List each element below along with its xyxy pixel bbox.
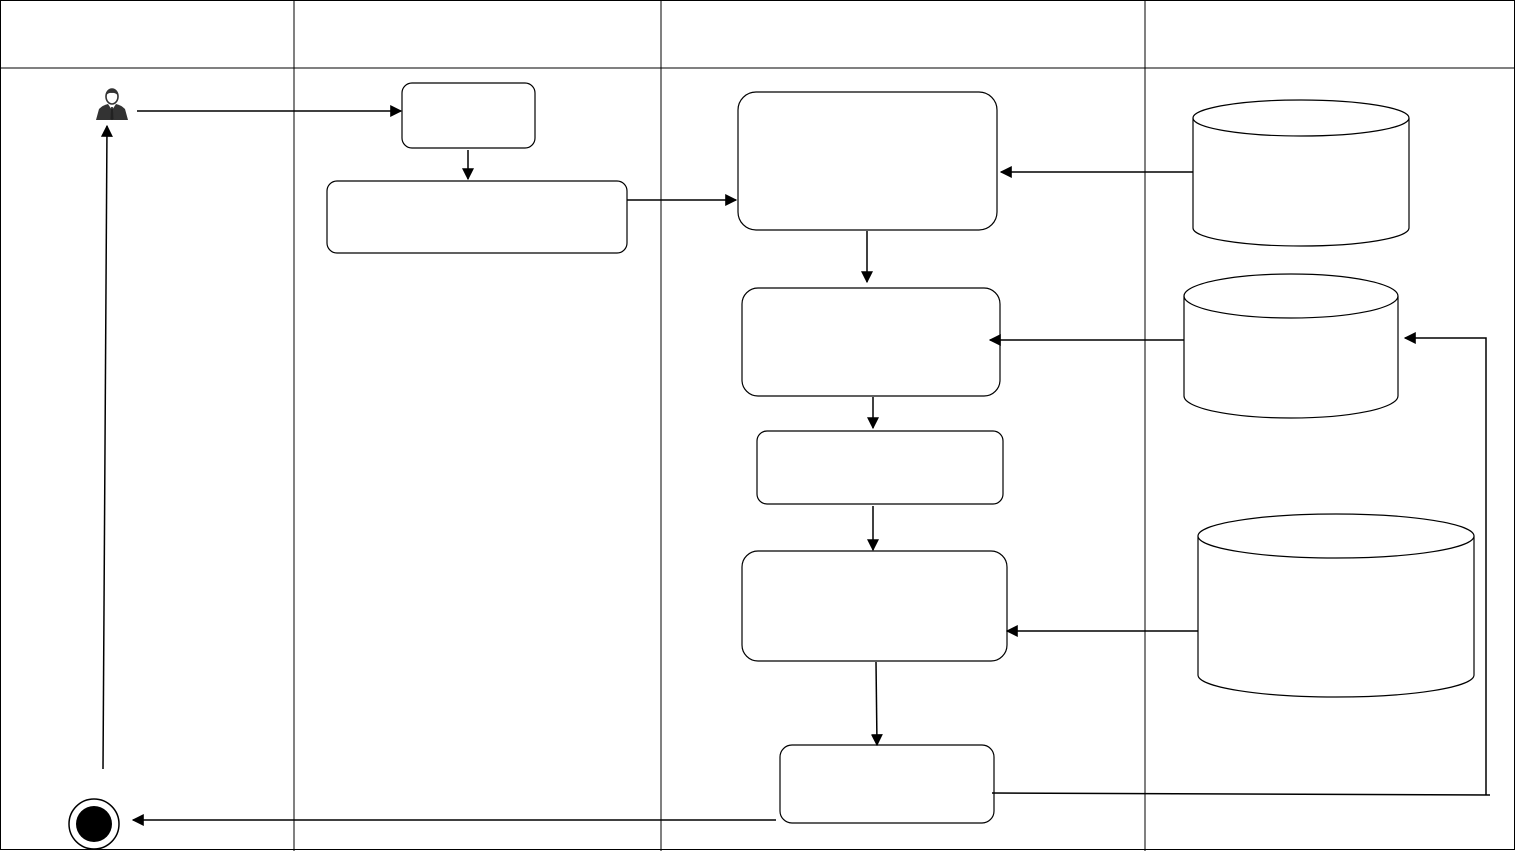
activity-box-a [401,82,536,149]
edge-end-to-actor [100,124,113,770]
activity-box-b [326,180,628,254]
activity-box-c [737,91,998,231]
edge-box-g-to-db2 [991,792,1491,796]
activity-box-f [741,550,1008,662]
database-icon [1183,273,1399,419]
edges [100,105,1491,826]
activity-box-d [741,287,1001,397]
activity-box-e [756,430,1004,505]
user-icon [96,88,128,120]
edge-loop-to-db2 [1403,332,1487,795]
final-node [68,798,120,850]
edge-box-f-to-box-g [870,661,883,747]
activity-box-g [779,744,995,824]
database-icon [1197,513,1475,698]
database-icon [1192,99,1410,247]
